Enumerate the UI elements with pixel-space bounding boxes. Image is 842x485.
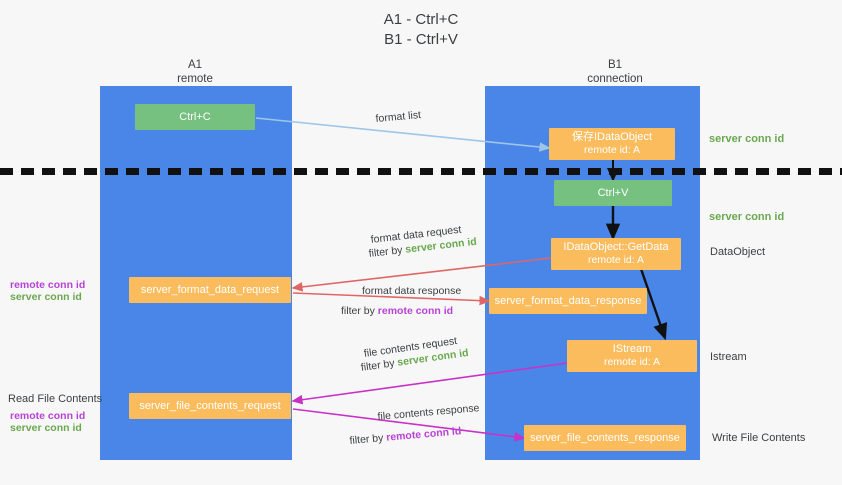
left-label-server-conn-id-upper: server conn id xyxy=(10,291,82,303)
node-ctrl-c-label: Ctrl+C xyxy=(179,110,211,123)
left-label-remote-conn-id-upper: remote conn id xyxy=(10,279,86,291)
diagram-title: A1 - Ctrl+C B1 - Ctrl+V xyxy=(383,11,459,48)
node-save-idataobject-sub: remote id: A xyxy=(583,144,641,156)
filter-prefix: filter by xyxy=(360,356,399,374)
column-header-a1-name: A1 xyxy=(187,59,203,71)
edge-label-format-list: format list xyxy=(375,109,422,125)
filter-prefix: filter by xyxy=(341,305,378,317)
node-server-file-contents-response-label: server_file_contents_response xyxy=(530,431,680,444)
right-label-server-conn-id-top: server conn id xyxy=(709,133,785,145)
right-label-istream: Istream xyxy=(710,351,747,363)
column-header-b1: B1 connection xyxy=(545,58,685,86)
edge-label-file-contents-response: file contents response xyxy=(377,402,480,423)
node-server-file-contents-response[interactable]: server_file_contents_response xyxy=(524,425,686,451)
edge-label-format-data-response-filter: filter by remote conn id xyxy=(341,304,453,318)
node-server-format-data-request[interactable]: server_format_data_request xyxy=(129,277,291,303)
node-ctrl-c[interactable]: Ctrl+C xyxy=(135,104,255,130)
node-save-idataobject-label: 保存IDataObject xyxy=(571,131,653,143)
filter-value-remote-conn-id: remote conn id xyxy=(377,305,454,317)
filter-prefix: filter by xyxy=(349,431,387,447)
left-label-server-conn-id-lower: server conn id xyxy=(10,422,82,434)
edge-label-format-data-response: format data response xyxy=(362,285,462,297)
node-server-format-data-response[interactable]: server_format_data_response xyxy=(489,288,647,314)
node-save-idataobject[interactable]: 保存IDataObject remote id: A xyxy=(549,128,675,160)
node-idataobject-getdata-sub: remote id: A xyxy=(587,254,645,266)
column-header-b1-sub: connection xyxy=(587,73,643,85)
node-istream-label: IStream xyxy=(612,343,652,355)
node-server-format-data-response-label: server_format_data_response xyxy=(494,294,642,307)
node-ctrl-v-label: Ctrl+V xyxy=(597,186,629,199)
node-server-file-contents-request-label: server_file_contents_request xyxy=(139,399,281,412)
node-idataobject-getdata[interactable]: IDataObject::GetData remote id: A xyxy=(551,238,681,270)
node-idataobject-getdata-label: IDataObject::GetData xyxy=(563,241,669,253)
column-header-b1-name: B1 xyxy=(607,59,623,71)
edge-label-file-contents-response-filter: filter by remote conn id xyxy=(349,424,462,448)
column-header-a1-sub: remote xyxy=(177,73,213,85)
filter-prefix: filter by xyxy=(368,243,407,260)
right-label-server-conn-id-second: server conn id xyxy=(709,211,785,223)
right-label-write-file-contents: Write File Contents xyxy=(712,432,806,444)
node-istream[interactable]: IStream remote id: A xyxy=(567,340,697,372)
column-header-a1: A1 remote xyxy=(125,58,265,86)
node-istream-sub: remote id: A xyxy=(603,356,661,368)
right-label-dataobject: DataObject xyxy=(710,246,766,258)
phase-separator xyxy=(0,168,842,175)
node-ctrl-v[interactable]: Ctrl+V xyxy=(554,180,672,206)
left-label-remote-conn-id-lower: remote conn id xyxy=(10,410,86,422)
node-server-file-contents-request[interactable]: server_file_contents_request xyxy=(129,393,291,419)
left-label-read-file-contents: Read File Contents xyxy=(8,393,103,405)
node-server-format-data-request-label: server_format_data_request xyxy=(140,283,280,296)
filter-value-remote-conn-id: remote conn id xyxy=(385,425,462,444)
